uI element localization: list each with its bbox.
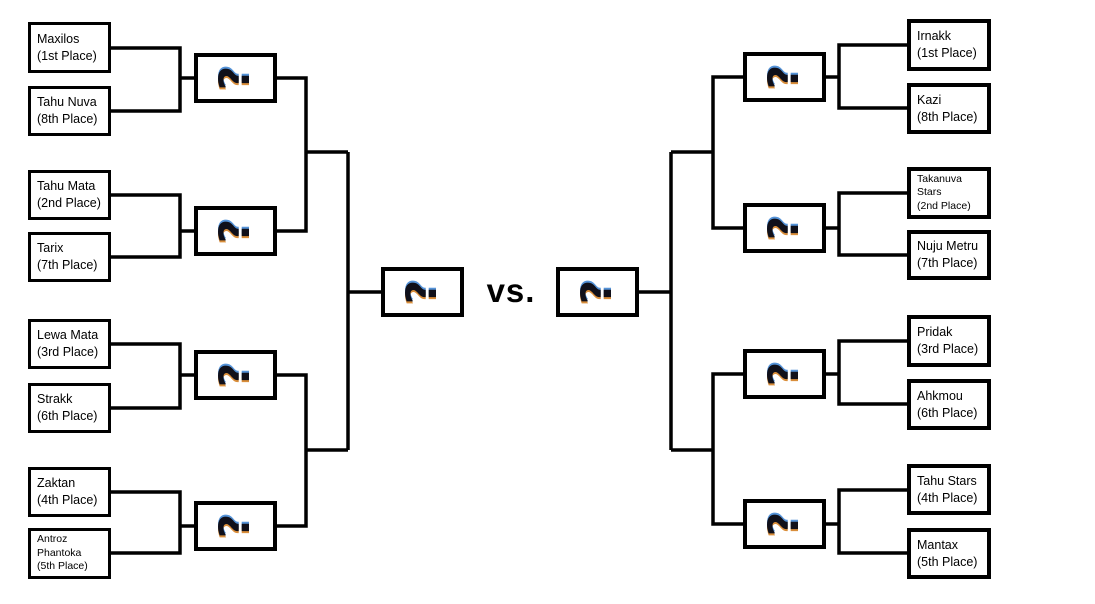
team-name: Zaktan [37,476,76,491]
team-place: (7th Place) [917,256,978,270]
team-name: Pridak [917,325,953,340]
team-name: Lewa Mata [37,328,99,343]
question-mark-icon: ? [759,361,809,387]
connector-right-semis [671,75,745,526]
team-box-tahu-mata: Tahu Mata (2nd Place) [28,170,111,220]
team-box-ahkmou: Ahkmou (6th Place) [907,379,991,430]
team-place: (3rd Place) [37,345,99,359]
team-name: Ahkmou [917,388,963,403]
team-name: Tarix [37,241,64,256]
team-place: (1st Place) [917,46,977,60]
connector-left-round1 [111,46,196,555]
winner-box-right-qf1: ? [743,52,826,102]
question-mark-icon: ? [397,279,447,305]
team-box-tahu-stars: Tahu Stars (4th Place) [907,464,991,515]
team-box-irnakk: Irnakk (1st Place) [907,19,991,71]
team-name: Tahu Nuva [37,95,97,110]
team-box-tahu-nuva: Tahu Nuva (8th Place) [28,86,111,136]
team-place: (7th Place) [37,258,98,272]
team-place: (5th Place) [917,554,978,569]
winner-box-left-finalist: ? [381,267,464,317]
team-box-lewa-mata: Lewa Mata (3rd Place) [28,319,111,369]
team-place: (5th Place) [37,560,88,573]
team-place: (6th Place) [917,405,978,420]
winner-box-right-qf2: ? [743,203,826,253]
team-box-nuju-metru: Nuju Metru (7th Place) [907,230,991,280]
winner-box-left-qf1: ? [194,53,277,103]
team-place: (8th Place) [917,109,978,124]
team-box-takanuva-stars: Takanuva Stars (2nd Place) [907,167,991,219]
team-name: Tahu Mata [37,179,96,194]
team-place: (4th Place) [917,490,978,505]
team-place: (1st Place) [37,48,97,63]
winner-box-left-qf3: ? [194,350,277,400]
question-mark-icon: ? [210,218,260,244]
team-place: (2nd Place) [37,196,101,210]
question-mark-icon: ? [210,65,260,91]
team-box-zaktan: Zaktan (4th Place) [28,467,111,517]
versus-label: vs. [486,272,536,309]
team-name: Mantax [917,537,958,552]
connector-right-round1 [823,43,907,555]
team-place: (6th Place) [37,409,98,423]
team-name: Irnakk [917,29,952,44]
winner-box-right-qf4: ? [743,499,826,549]
team-box-tarix: Tarix (7th Place) [28,232,111,282]
team-box-maxilos: Maxilos (1st Place) [28,22,111,73]
team-place: (4th Place) [37,493,98,507]
connector-left-final [346,152,383,450]
question-mark-icon: ? [572,279,622,305]
team-name: Strakk [37,392,73,407]
connector-right-final [636,152,673,450]
team-name: Tahu Stars [917,473,977,488]
winner-box-right-qf3: ? [743,349,826,399]
question-mark-icon: ? [759,511,809,537]
team-box-kazi: Kazi (8th Place) [907,83,991,134]
team-name: Kazi [917,92,942,107]
question-mark-icon: ? [210,513,260,539]
team-name: Nuju Metru [917,239,979,254]
team-place: (8th Place) [37,112,98,126]
question-mark-icon: ? [759,64,809,90]
winner-box-left-qf2: ? [194,206,277,256]
question-mark-icon: ? [759,215,809,241]
team-box-mantax: Mantax (5th Place) [907,528,991,579]
team-name: Maxilos [37,31,80,46]
team-name: Antroz Phantoka [37,533,82,559]
team-box-strakk: Strakk (6th Place) [28,383,111,433]
team-place: (2nd Place) [917,199,971,212]
team-place: (3rd Place) [917,342,979,356]
team-name: Takanuva Stars [917,172,962,199]
team-box-pridak: Pridak (3rd Place) [907,315,991,367]
winner-box-right-finalist: ? [556,267,639,317]
winner-box-left-qf4: ? [194,501,277,551]
team-box-antroz-phantoka: Antroz Phantoka (5th Place) [28,528,111,579]
connector-left-semis [275,76,348,528]
question-mark-icon: ? [210,362,260,388]
